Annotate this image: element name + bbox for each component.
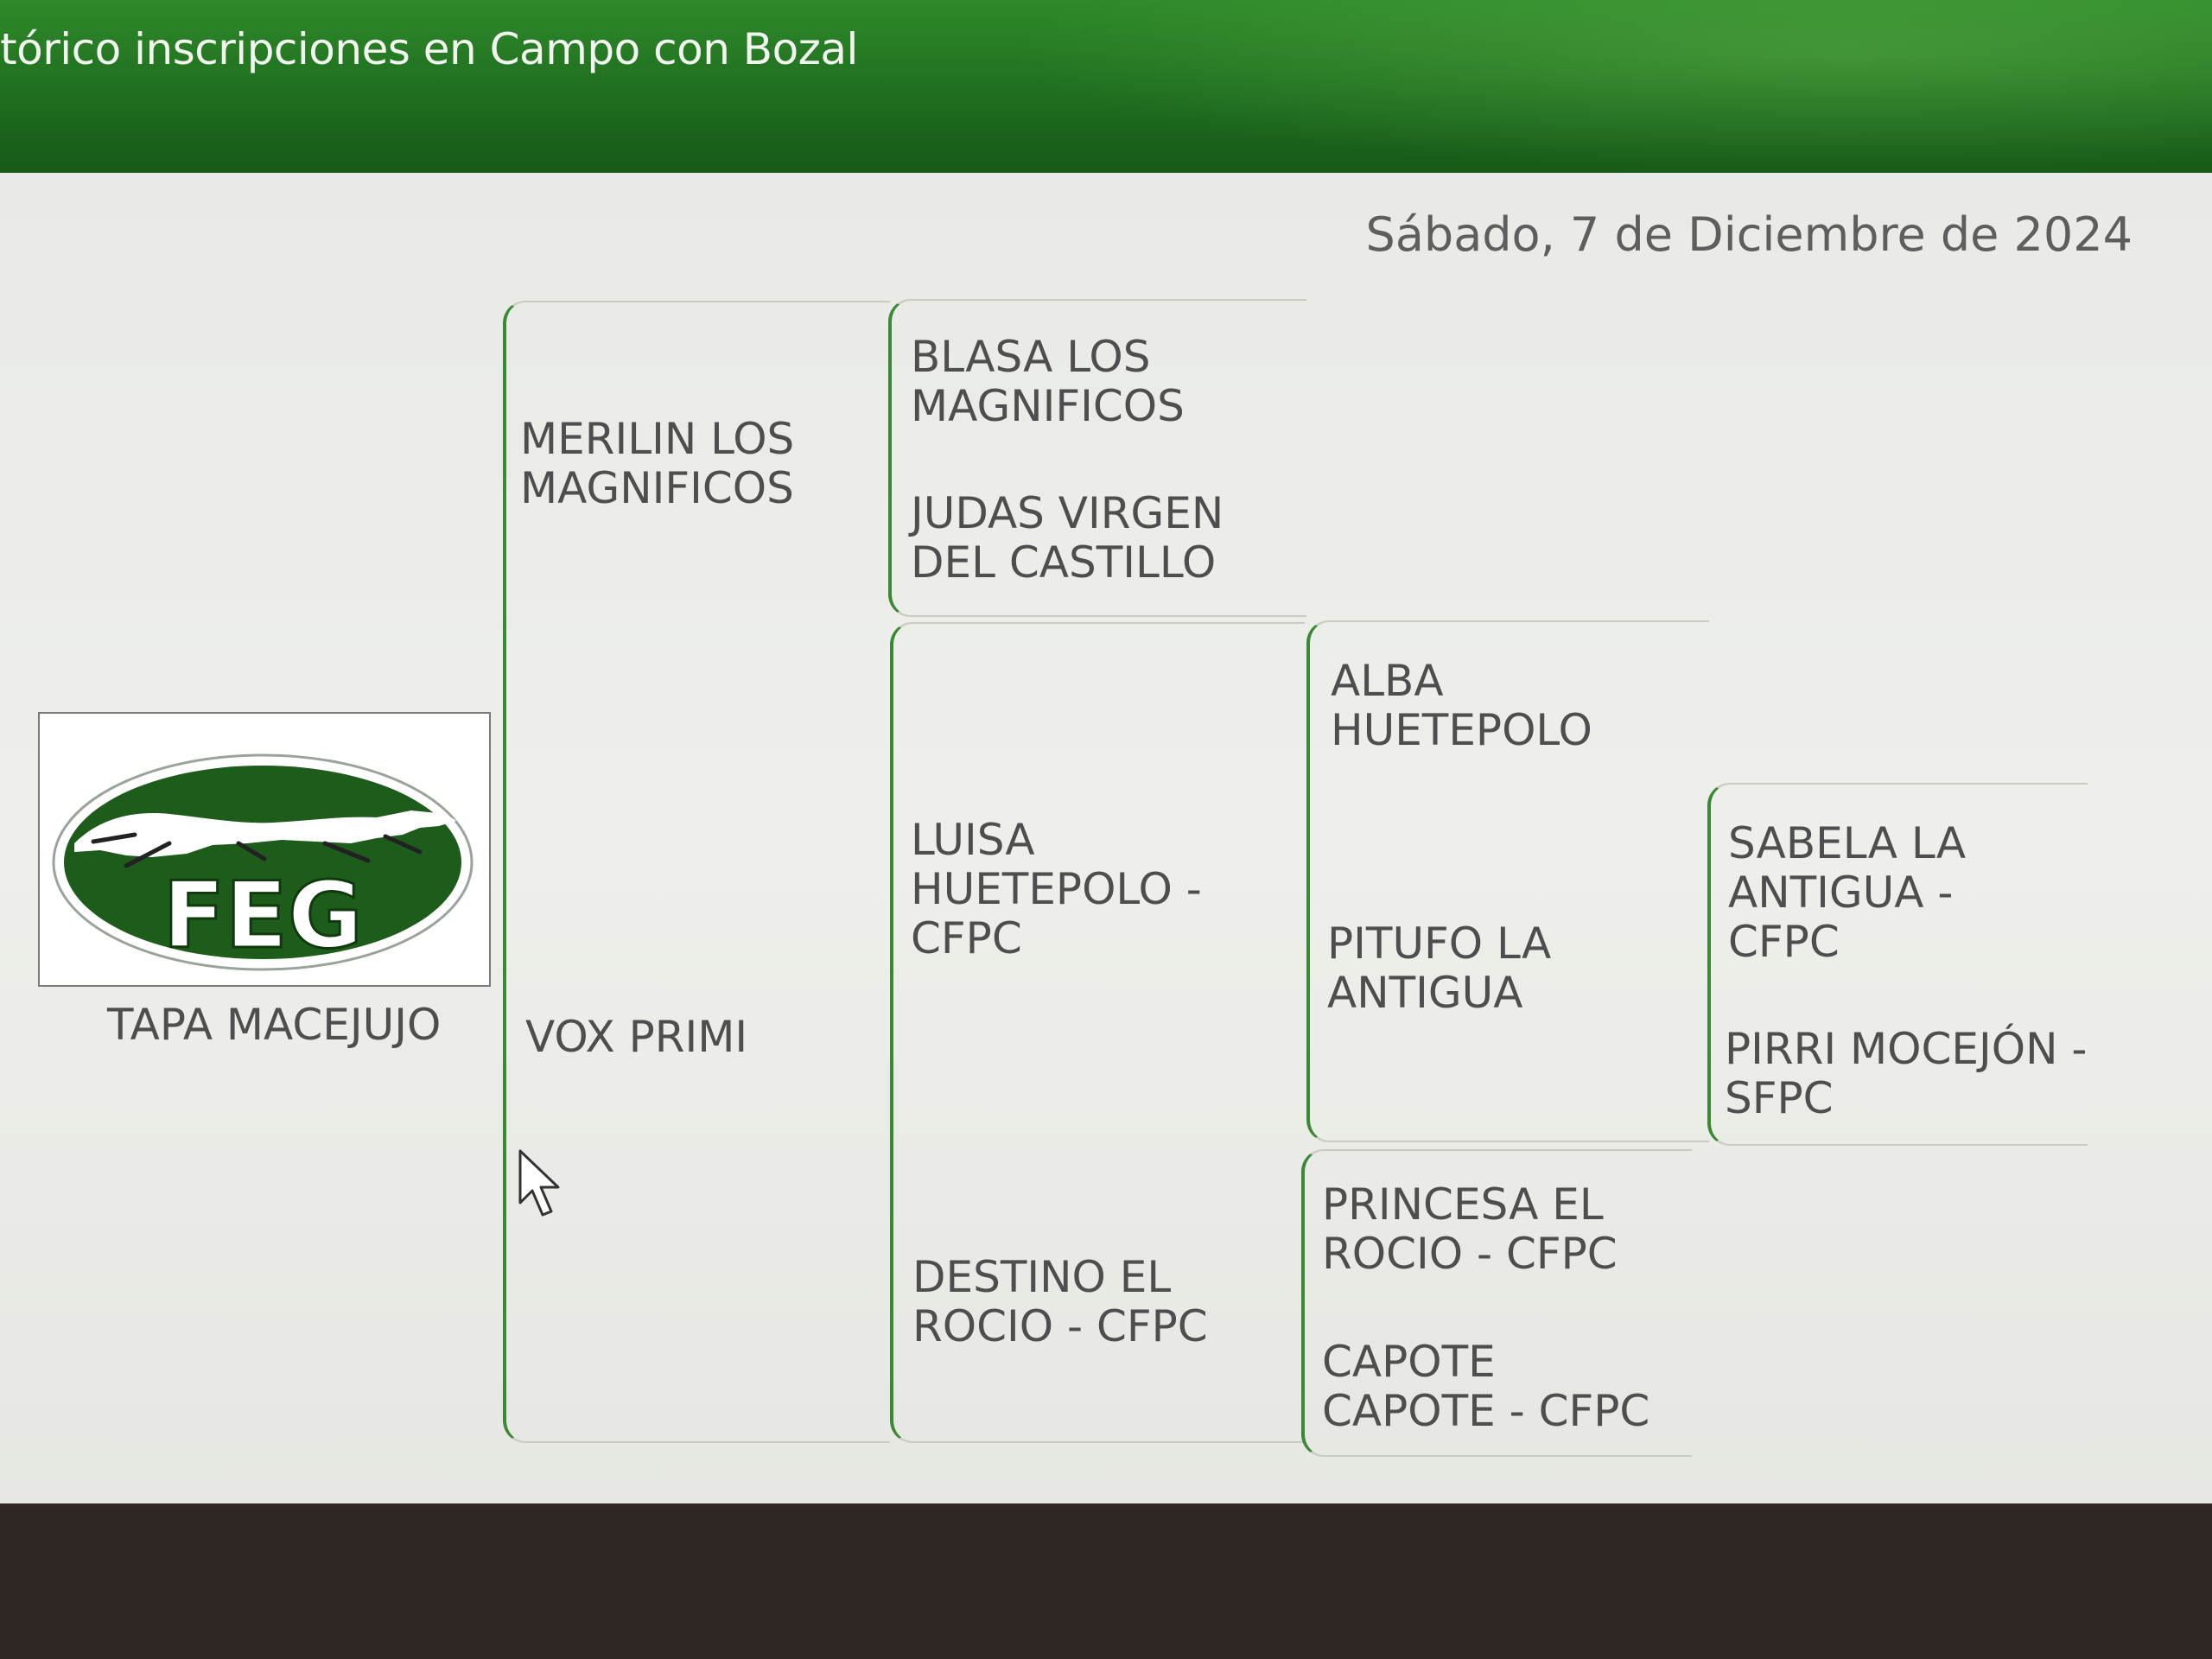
dog-name: TAPA MACEJUJO — [107, 1000, 442, 1050]
bracket-merilin — [888, 299, 1306, 617]
vox-sire-name[interactable]: LUISA HUETEPOLO - CFPC — [911, 815, 1202, 963]
pitufo-dam-name[interactable]: PIRRI MOCEJÓN - SFPC — [1725, 1024, 2088, 1123]
luisa-sire-name[interactable]: ALBA HUETEPOLO — [1331, 656, 1592, 755]
date-label: Sábado, 7 de Diciembre de 2024 — [1365, 207, 2133, 262]
app-header: tórico inscripciones en Campo con Bozal — [0, 0, 2212, 173]
greyhound-logo-icon: FEG — [52, 753, 474, 971]
pitufo-sire-name[interactable]: SABELA LA ANTIGUA - CFPC — [1728, 818, 1967, 967]
luisa-dam-name[interactable]: PITUFO LA ANTIGUA — [1327, 918, 1552, 1018]
dog-photo-placeholder: FEG — [38, 712, 491, 987]
bracket-pitufo — [1707, 783, 2088, 1146]
destino-dam-name[interactable]: CAPOTE CAPOTE - CFPC — [1322, 1337, 1650, 1436]
merilin-sire-name[interactable]: BLASA LOS MAGNIFICOS — [911, 332, 1185, 431]
dam-name[interactable]: VOX PRIMI — [525, 1012, 748, 1062]
monitor-bezel — [0, 1503, 2212, 1659]
merilin-dam-name[interactable]: JUDAS VIRGEN DEL CASTILLO — [911, 488, 1224, 588]
vox-dam-name[interactable]: DESTINO EL ROCIO - CFPC — [912, 1252, 1208, 1351]
sire-name[interactable]: MERILIN LOS MAGNIFICOS — [520, 414, 795, 513]
destino-sire-name[interactable]: PRINCESA EL ROCIO - CFPC — [1322, 1179, 1618, 1279]
page-title: tórico inscripciones en Campo con Bozal — [0, 24, 858, 74]
bracket-luisa — [1306, 620, 1709, 1142]
logo-text: FEG — [162, 862, 363, 969]
bracket-parents — [503, 301, 890, 1443]
header-glow — [1002, 0, 2212, 173]
greyhound-legs — [91, 832, 423, 868]
bracket-vox — [890, 622, 1305, 1443]
mouse-pointer-icon — [517, 1147, 565, 1224]
bracket-destino — [1301, 1149, 1692, 1457]
